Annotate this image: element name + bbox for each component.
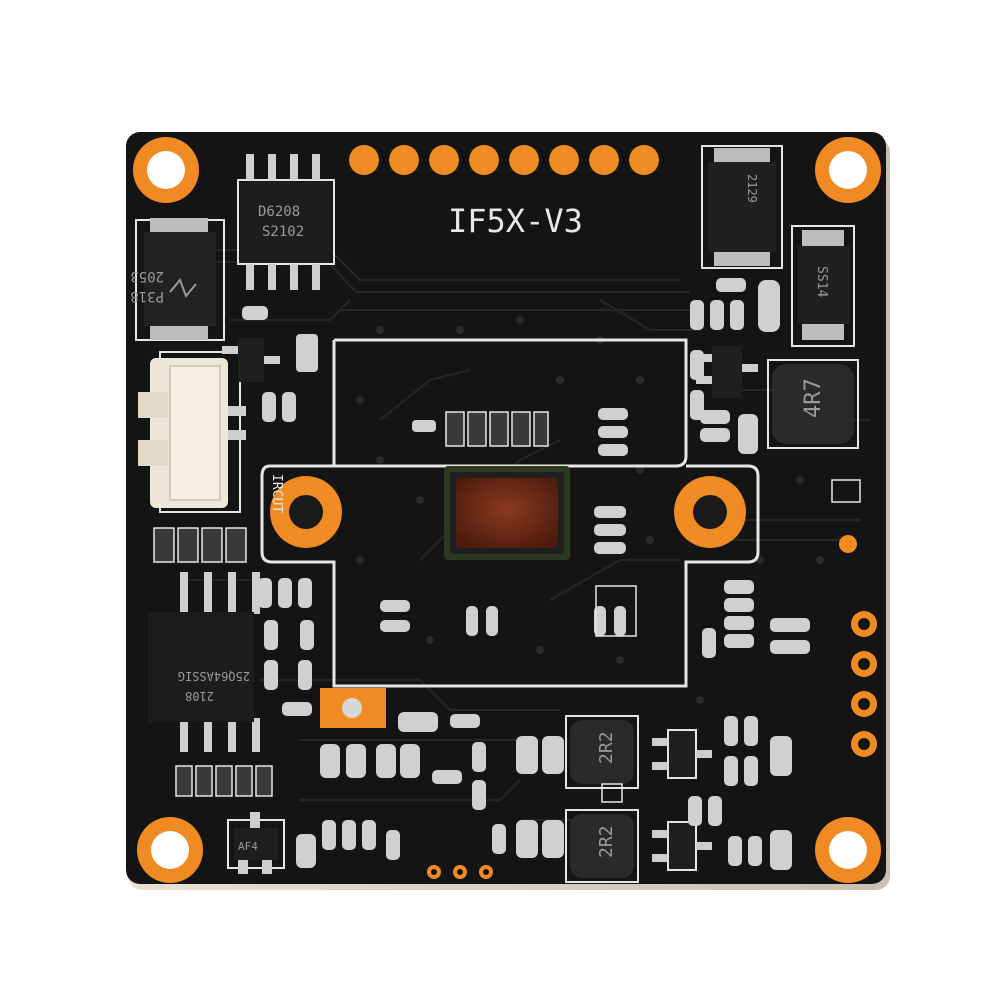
diode-ss14: SS14 — [791, 225, 855, 347]
header-pads-right — [839, 535, 877, 757]
ircut-connector — [138, 351, 246, 513]
lens-mount-outline-top — [270, 338, 688, 468]
orange-square-pad — [320, 688, 386, 728]
diode-top-right-label: 2129 — [745, 174, 759, 203]
image-sensor — [444, 466, 570, 560]
diode-left-line1: 2053 — [130, 268, 164, 284]
sot-bottom-left: AF4 — [227, 812, 285, 874]
small-ic-bottom — [652, 821, 712, 871]
board-model-label: IF5X-V3 — [448, 202, 583, 240]
inductor-2r2-bottom: 2R2 — [565, 809, 639, 883]
lens-mount-holes — [270, 476, 746, 548]
small-ic-right-top — [696, 346, 758, 398]
diode-ss14-label: SS14 — [814, 266, 829, 297]
mounting-holes — [133, 137, 881, 883]
diode-left: 2053 P318 — [130, 218, 225, 341]
inductor-4r7-label: 4R7 — [801, 378, 826, 418]
header-pads-top — [349, 145, 659, 175]
chip-label-line2: S2102 — [262, 224, 304, 240]
lens-mount-outline — [260, 464, 760, 688]
small-ic-mid — [652, 729, 712, 779]
inductor-2r2-bottom-label: 2R2 — [596, 825, 617, 858]
flash-chip-line1: 25Q64ASSIG — [178, 669, 250, 683]
inductor-4r7: 4R7 — [767, 359, 859, 449]
inductor-2r2-top-label: 2R2 — [596, 731, 617, 764]
header-pads-bottom — [427, 865, 493, 879]
diode-top-right: 2129 — [701, 145, 783, 269]
chip-label-line1: D6208 — [258, 204, 300, 220]
diode-left-line2: P318 — [130, 288, 164, 304]
sot-bottom-left-label: AF4 — [238, 840, 258, 853]
soic8-top-chip: D6208 S2102 — [237, 154, 335, 290]
passive-components — [153, 278, 861, 870]
via-dots — [356, 316, 824, 854]
flash-chip-line2: 2108 — [185, 689, 214, 703]
ircut-label: IRCUT — [269, 474, 284, 513]
inductor-2r2-top: 2R2 — [565, 715, 639, 789]
flash-chip: 25Q64ASSIG 2108 — [148, 572, 260, 752]
sot-top-left — [222, 338, 280, 382]
